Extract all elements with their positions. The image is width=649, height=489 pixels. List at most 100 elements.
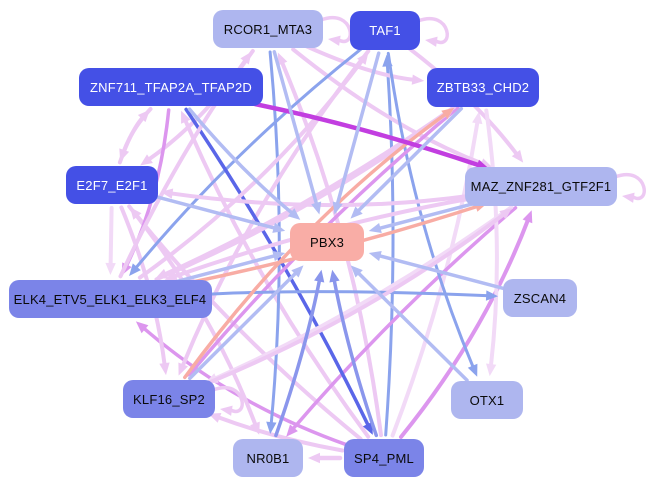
node-RCOR1_MTA3[interactable]: RCOR1_MTA3	[213, 10, 323, 48]
arrowhead-icon	[350, 206, 363, 219]
edge-SP4_PML-ZNF711_TFAP2A_TFAP2D	[181, 110, 371, 439]
arrowhead-icon	[220, 405, 233, 416]
edge-line	[303, 44, 418, 82]
arrowhead-icon	[308, 452, 320, 464]
arrowhead-icon	[311, 201, 322, 215]
node-label: ZNF711_TFAP2A_TFAP2D	[90, 79, 252, 95]
edge-line	[137, 57, 366, 280]
arrowhead-icon	[250, 421, 260, 435]
arrowhead-icon	[362, 421, 373, 435]
node-SP4_PML[interactable]: SP4_PML	[344, 439, 424, 477]
arrowhead-icon	[332, 201, 343, 215]
edge-ZBTB33_CHD2-OTX1	[484, 108, 499, 377]
edge-line	[484, 108, 499, 370]
edge-RCOR1_MTA3-ZBTB33_CHD2	[303, 44, 425, 85]
edge-line	[335, 51, 381, 208]
edge-line	[399, 216, 531, 439]
arrowhead-icon	[314, 269, 325, 283]
node-E2F7_E2F1[interactable]: E2F7_E2F1	[66, 166, 158, 204]
node-label: ZSCAN4	[513, 290, 567, 306]
edge-MAZ_ZNF281_GTF2F1-MAZ_ZNF281_GTF2F1	[613, 173, 646, 203]
arrowhead-icon	[291, 265, 304, 278]
arrowhead-icon	[140, 154, 153, 166]
edge-RCOR1_MTA3-PBX3	[272, 50, 322, 215]
node-label: NR0B1	[246, 450, 290, 466]
edge-line	[167, 191, 472, 208]
edge-line	[133, 47, 364, 271]
arrowhead-icon	[467, 363, 478, 377]
edge-TAF1-TAF1	[416, 17, 449, 47]
edge-line	[211, 386, 244, 413]
edge-line	[153, 194, 279, 231]
node-label: E2F7_E2F1	[76, 177, 148, 193]
arrowhead-icon	[622, 192, 635, 203]
arrowhead-icon	[499, 208, 512, 220]
node-MAZ_ZNF281_GTF2F1[interactable]: MAZ_ZNF281_GTF2F1	[465, 166, 617, 206]
arrowhead-icon	[137, 109, 150, 123]
edge-line	[355, 269, 469, 383]
node-OTX1[interactable]: OTX1	[451, 381, 523, 419]
arrowhead-icon	[441, 107, 455, 120]
edge-line	[240, 99, 483, 168]
arrowhead-icon	[511, 149, 524, 163]
node-label: RCOR1_MTA3	[223, 21, 313, 37]
edge-RCOR1_MTA3-RCOR1_MTA3	[319, 16, 352, 46]
arrowhead-icon	[272, 251, 286, 262]
arrowhead-icon	[472, 111, 483, 125]
edge-line	[188, 269, 299, 381]
edge-SP4_PML-TAF1	[382, 54, 395, 437]
arrowhead-icon	[411, 74, 425, 85]
edge-line	[355, 106, 464, 215]
edge-SP4_PML-NR0B1	[308, 452, 343, 464]
node-ZBTB33_CHD2[interactable]: ZBTB33_CHD2	[427, 67, 539, 107]
arrowhead-icon	[485, 290, 499, 301]
edge-line	[211, 205, 514, 382]
edge-E2F7_E2F1-PBX3	[153, 194, 286, 233]
node-KLF16_SP2[interactable]: KLF16_SP2	[123, 380, 215, 418]
edge-KLF16_SP2-MAZ_ZNF281_GTF2F1	[203, 208, 512, 386]
node-label: ZBTB33_CHD2	[436, 79, 530, 95]
edge-line	[384, 62, 395, 437]
edge-ELK4_ETV5_ELK1_ELK3_ELF4-TAF1	[137, 52, 369, 280]
edge-line	[613, 173, 646, 200]
edge-line	[117, 114, 146, 165]
arrowhead-icon	[357, 52, 369, 65]
edge-line	[272, 50, 319, 208]
edge-E2F7_E2F1-ELK4_ETV5_ELK1_ELK3_ELF4	[105, 206, 116, 275]
edge-line	[332, 276, 379, 438]
edge-line	[416, 17, 449, 44]
arrowhead-icon	[159, 362, 170, 376]
arrowhead-icon	[178, 362, 188, 376]
node-label: TAF1	[369, 22, 401, 38]
edge-NR0B1-PBX3	[274, 269, 325, 438]
edge-KLF16_SP2-PBX3	[188, 265, 304, 381]
node-ZNF711_TFAP2A_TFAP2D[interactable]: ZNF711_TFAP2A_TFAP2D	[79, 68, 263, 106]
arrowhead-icon	[272, 222, 286, 233]
node-label: OTX1	[469, 392, 505, 408]
edge-TAF1-PBX3	[332, 51, 381, 215]
node-PBX3[interactable]: PBX3	[290, 223, 364, 261]
node-TAF1[interactable]: TAF1	[350, 10, 420, 50]
edge-OTX1-PBX3	[350, 265, 469, 383]
arrowhead-icon	[105, 262, 116, 275]
node-ZSCAN4[interactable]: ZSCAN4	[503, 279, 577, 317]
edge-line	[173, 253, 279, 284]
arrowhead-icon	[286, 424, 298, 437]
arrowhead-icon	[368, 223, 382, 233]
arrowhead-icon	[522, 210, 533, 224]
arrowhead-icon	[181, 110, 191, 124]
edge-line	[133, 212, 363, 441]
arrowhead-icon	[350, 265, 363, 278]
edge-line	[274, 276, 322, 438]
edge-SP4_PML-PBX3	[329, 269, 379, 438]
node-ELK4_ETV5_ELK1_ELK3_ELF4[interactable]: ELK4_ETV5_ELK1_ELK3_ELF4	[8, 280, 212, 318]
node-label: MAZ_ZNF281_GTF2F1	[470, 178, 612, 194]
edge-line	[187, 107, 296, 216]
node-NR0B1[interactable]: NR0B1	[233, 439, 303, 477]
edge-ZSCAN4-PBX3	[368, 251, 505, 291]
edge-TAF1-ELK4_ETV5_ELK1_ELK3_ELF4	[129, 47, 364, 276]
arrowhead-icon	[328, 35, 341, 46]
node-label: KLF16_SP2	[133, 391, 205, 407]
arrowhead-icon	[266, 421, 277, 434]
